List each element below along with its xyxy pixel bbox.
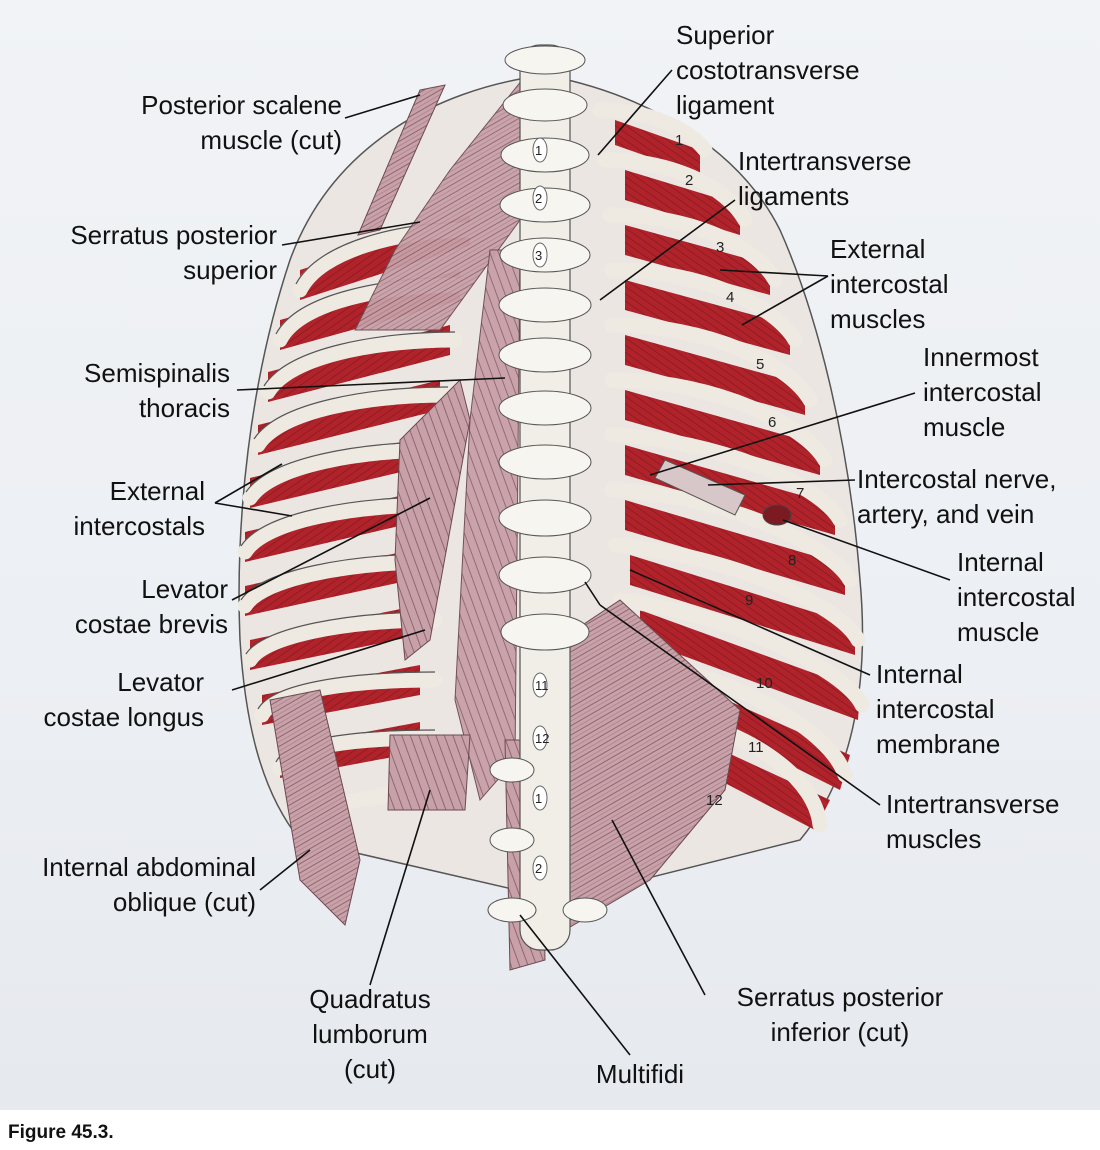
- label-line: Intertransverse: [886, 789, 1060, 819]
- label-line: artery, and vein: [857, 499, 1035, 529]
- label-internal-abdominal-oblique: Internal abdominal oblique (cut): [2, 850, 256, 920]
- posterior-scalene-shape: [357, 84, 446, 236]
- label-line: membrane: [876, 729, 1001, 759]
- label-line: muscles: [886, 824, 982, 854]
- vertebra-number: 12: [535, 731, 549, 746]
- label-line: Internal: [957, 547, 1044, 577]
- label-line: Serratus posterior: [70, 220, 277, 250]
- label-line: oblique (cut): [112, 887, 256, 917]
- label-line: superior: [183, 255, 277, 285]
- label-line: Semispinalis: [84, 358, 230, 388]
- rib-number-5: 5: [756, 356, 764, 373]
- label-line: External: [830, 234, 926, 264]
- label-serratus-posterior-inferior: Serratus posterior inferior (cut): [700, 980, 980, 1050]
- label-line: costae brevis: [74, 609, 228, 639]
- label-innermost-intercostal-muscle: Innermost intercostal muscle: [923, 340, 1042, 445]
- label-quadratus-lumborum: Quadratus lumborum (cut): [280, 982, 460, 1087]
- label-line: Internal: [876, 659, 963, 689]
- quadratus-lumborum-shape: [387, 734, 471, 811]
- label-internal-intercostal-muscle: Internal intercostal muscle: [957, 545, 1076, 650]
- label-line: External: [109, 476, 205, 506]
- vertebra-number: 3: [535, 248, 542, 263]
- label-line: costotransverse: [676, 55, 860, 85]
- label-line: (cut): [344, 1054, 396, 1084]
- label-line: Multifidi: [595, 1059, 685, 1089]
- label-levator-costae-longus: Levator costae longus: [10, 665, 204, 735]
- label-line: muscle: [923, 412, 1006, 442]
- label-line: Posterior scalene: [141, 90, 342, 120]
- label-external-intercostal-muscles: External intercostal muscles: [830, 232, 949, 337]
- label-semispinalis-thoracis: Semispinalis thoracis: [40, 356, 230, 426]
- rib-number-7: 7: [796, 485, 804, 502]
- label-levator-costae-brevis: Levator costae brevis: [30, 572, 228, 642]
- label-line: lumborum: [312, 1019, 428, 1049]
- label-line: ligament: [676, 90, 775, 120]
- rib-number-1: 1: [675, 132, 683, 149]
- label-posterior-scalene: Posterior scalene muscle (cut): [100, 88, 342, 158]
- vertebra-number: 1: [535, 143, 542, 158]
- label-line: costae longus: [43, 702, 204, 732]
- leader-lines: [214, 69, 951, 1056]
- label-line: Internal abdominal: [42, 852, 256, 882]
- label-line: ligaments: [738, 181, 850, 211]
- label-line: intercostal: [957, 582, 1076, 612]
- label-intertransverse-ligaments: Intertransverse ligaments: [738, 144, 911, 214]
- label-serratus-posterior-superior: Serratus posterior superior: [20, 218, 277, 288]
- vertebra-number: 2: [535, 191, 542, 206]
- rib-number-12: 12: [706, 792, 723, 809]
- rib-number-10: 10: [756, 675, 773, 692]
- label-line: Levator: [141, 574, 228, 604]
- rib-number-11: 11: [748, 739, 764, 756]
- label-intertransverse-muscles: Intertransverse muscles: [886, 787, 1059, 857]
- label-line: Intercostal nerve,: [857, 464, 1057, 494]
- label-line: muscle: [957, 617, 1040, 647]
- rib-number-6: 6: [768, 414, 776, 431]
- label-multifidi: Multifidi: [580, 1057, 700, 1092]
- rib-number-9: 9: [745, 592, 753, 609]
- label-line: intercostal: [923, 377, 1042, 407]
- label-line: thoracis: [138, 393, 230, 423]
- rib-number-2: 2: [685, 172, 693, 189]
- label-line: Intertransverse: [738, 146, 912, 176]
- figure-caption: Figure 45.3.: [8, 1122, 114, 1143]
- internal-abdominal-oblique-shape: [269, 689, 361, 926]
- label-internal-intercostal-membrane: Internal intercostal membrane: [876, 657, 1000, 762]
- vertebra-number: 2: [535, 861, 542, 876]
- label-line: Serratus posterior: [736, 982, 944, 1012]
- label-line: intercostal: [876, 694, 995, 724]
- label-line: Innermost: [923, 342, 1039, 372]
- rib-number-3: 3: [716, 239, 724, 256]
- label-line: muscles: [830, 304, 926, 334]
- label-line: intercostals: [73, 511, 206, 541]
- label-intercostal-nerve-artery-vein: Intercostal nerve, artery, and vein: [857, 462, 1056, 532]
- label-line: inferior (cut): [770, 1017, 910, 1047]
- label-line: Superior: [676, 20, 775, 50]
- rib-number-4: 4: [726, 289, 734, 306]
- label-line: Levator: [117, 667, 204, 697]
- label-line: intercostal: [830, 269, 949, 299]
- rib-number-8: 8: [788, 552, 796, 569]
- label-external-intercostals: External intercostals: [30, 474, 206, 544]
- label-line: muscle (cut): [200, 125, 342, 155]
- vertebra-number: 1: [535, 791, 542, 806]
- label-line: Quadratus: [309, 984, 431, 1014]
- vertebra-number: 11: [535, 678, 549, 693]
- label-superior-costotransverse-ligament: Superior costotransverse ligament: [676, 18, 860, 123]
